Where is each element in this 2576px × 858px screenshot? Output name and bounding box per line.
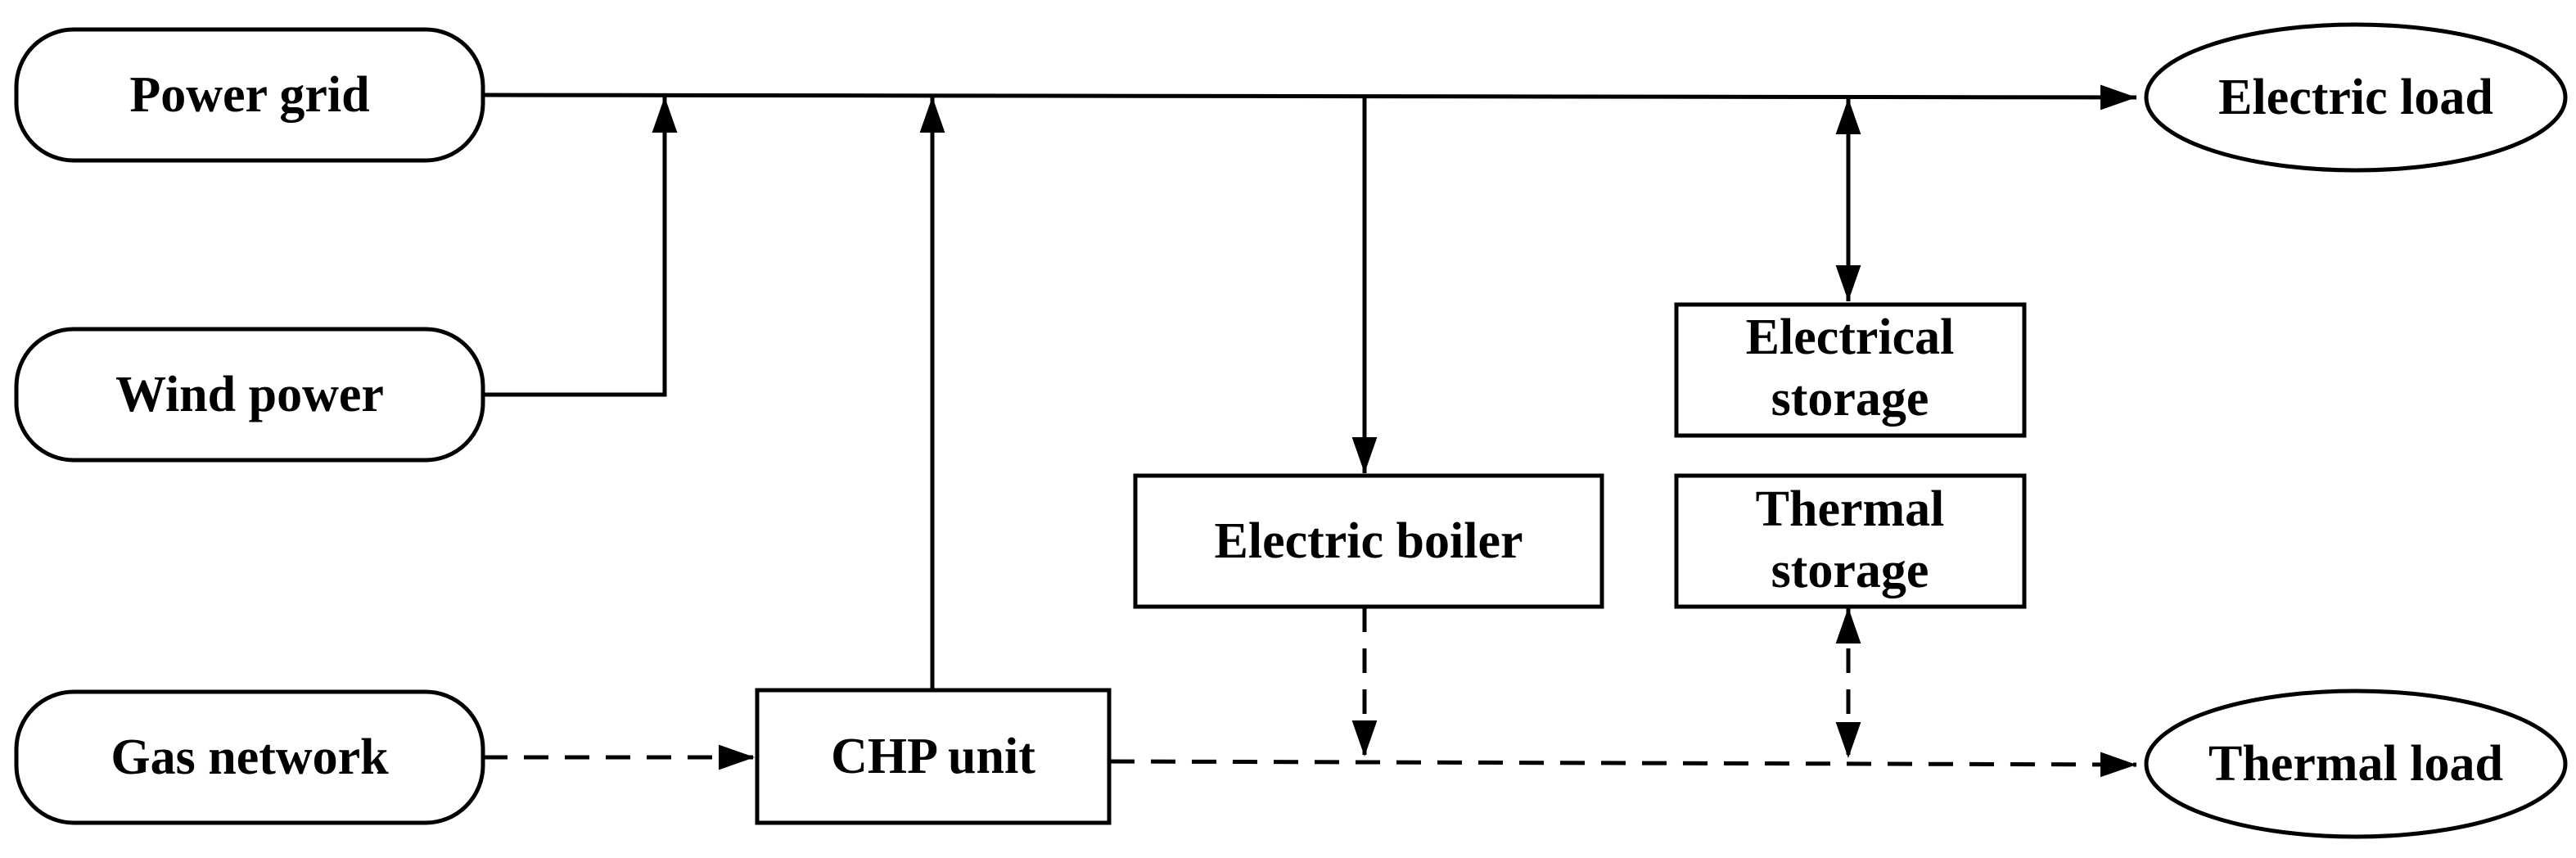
node-electric-load: Electric load (2144, 22, 2568, 173)
node-thermal-load: Thermal load (2144, 689, 2568, 839)
electrical-storage-label-line2: storage (1771, 371, 1929, 427)
node-thermal-storage: Thermal storage (1674, 473, 2027, 609)
electrical-storage-label-line1: Electrical (1746, 309, 1955, 365)
chp-unit-label: CHP unit (831, 729, 1035, 784)
electric-bus-line (482, 84, 2137, 111)
wind-to-bus-arrow (483, 97, 678, 397)
thermal-storage-label-line1: Thermal (1756, 481, 1945, 537)
power-grid-label: Power grid (129, 67, 369, 123)
electric-load-label: Electric load (2218, 70, 2493, 125)
node-power-grid: Power grid (14, 27, 485, 163)
thermal-load-label: Thermal load (2208, 736, 2503, 792)
thermal-bus-line (1109, 752, 2137, 778)
node-gas-network: Gas network (14, 689, 485, 825)
node-electrical-storage: Electrical storage (1674, 302, 2027, 438)
node-electric-boiler: Electric boiler (1133, 473, 1604, 609)
electric-flows (482, 84, 2137, 690)
wind-power-label: Wind power (115, 367, 384, 422)
gas-network-label: Gas network (111, 729, 389, 785)
node-wind-power: Wind power (14, 327, 485, 463)
thermal-flows (483, 607, 2137, 778)
thermal-storage-label-line2: storage (1771, 543, 1929, 598)
electric-boiler-label: Electric boiler (1215, 513, 1523, 569)
node-chp-unit: CHP unit (755, 688, 1112, 825)
